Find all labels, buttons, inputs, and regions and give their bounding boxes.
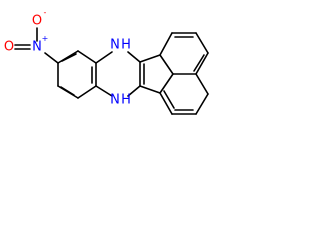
atom-n-bottom: N [110,93,120,108]
bond [139,85,161,94]
bond [61,53,77,62]
charge-plus: + [42,34,49,43]
atom-n-nitro: N [32,40,42,55]
bond [77,50,97,64]
bond [159,92,173,115]
atom-labels: O - N + O N H N H [4,8,131,108]
bond [195,73,209,95]
bond [60,86,75,96]
atom-o-top: O [32,14,42,29]
bond [193,54,205,72]
atom-h-bottom: H [121,93,131,108]
bond [95,85,113,97]
bond [159,73,174,94]
atom-h-top: H [121,38,131,53]
bond [57,50,79,64]
atom-n-top: N [110,38,120,53]
bond [44,52,59,64]
bond [127,51,141,63]
bond [159,32,173,56]
bond [195,52,209,75]
bond [127,85,141,97]
atom-o-left: O [4,40,14,55]
bond [195,32,209,54]
bond [159,54,174,75]
bond [95,51,113,64]
molecule-diagram: O - N + O N H N H [0,0,237,146]
bond [195,93,209,115]
bonds [14,27,209,115]
charge-minus: - [44,8,47,17]
bond [77,85,97,99]
structure-svg: O - N + O N H N H [4,8,209,115]
bond [163,90,175,109]
bond [139,54,161,63]
